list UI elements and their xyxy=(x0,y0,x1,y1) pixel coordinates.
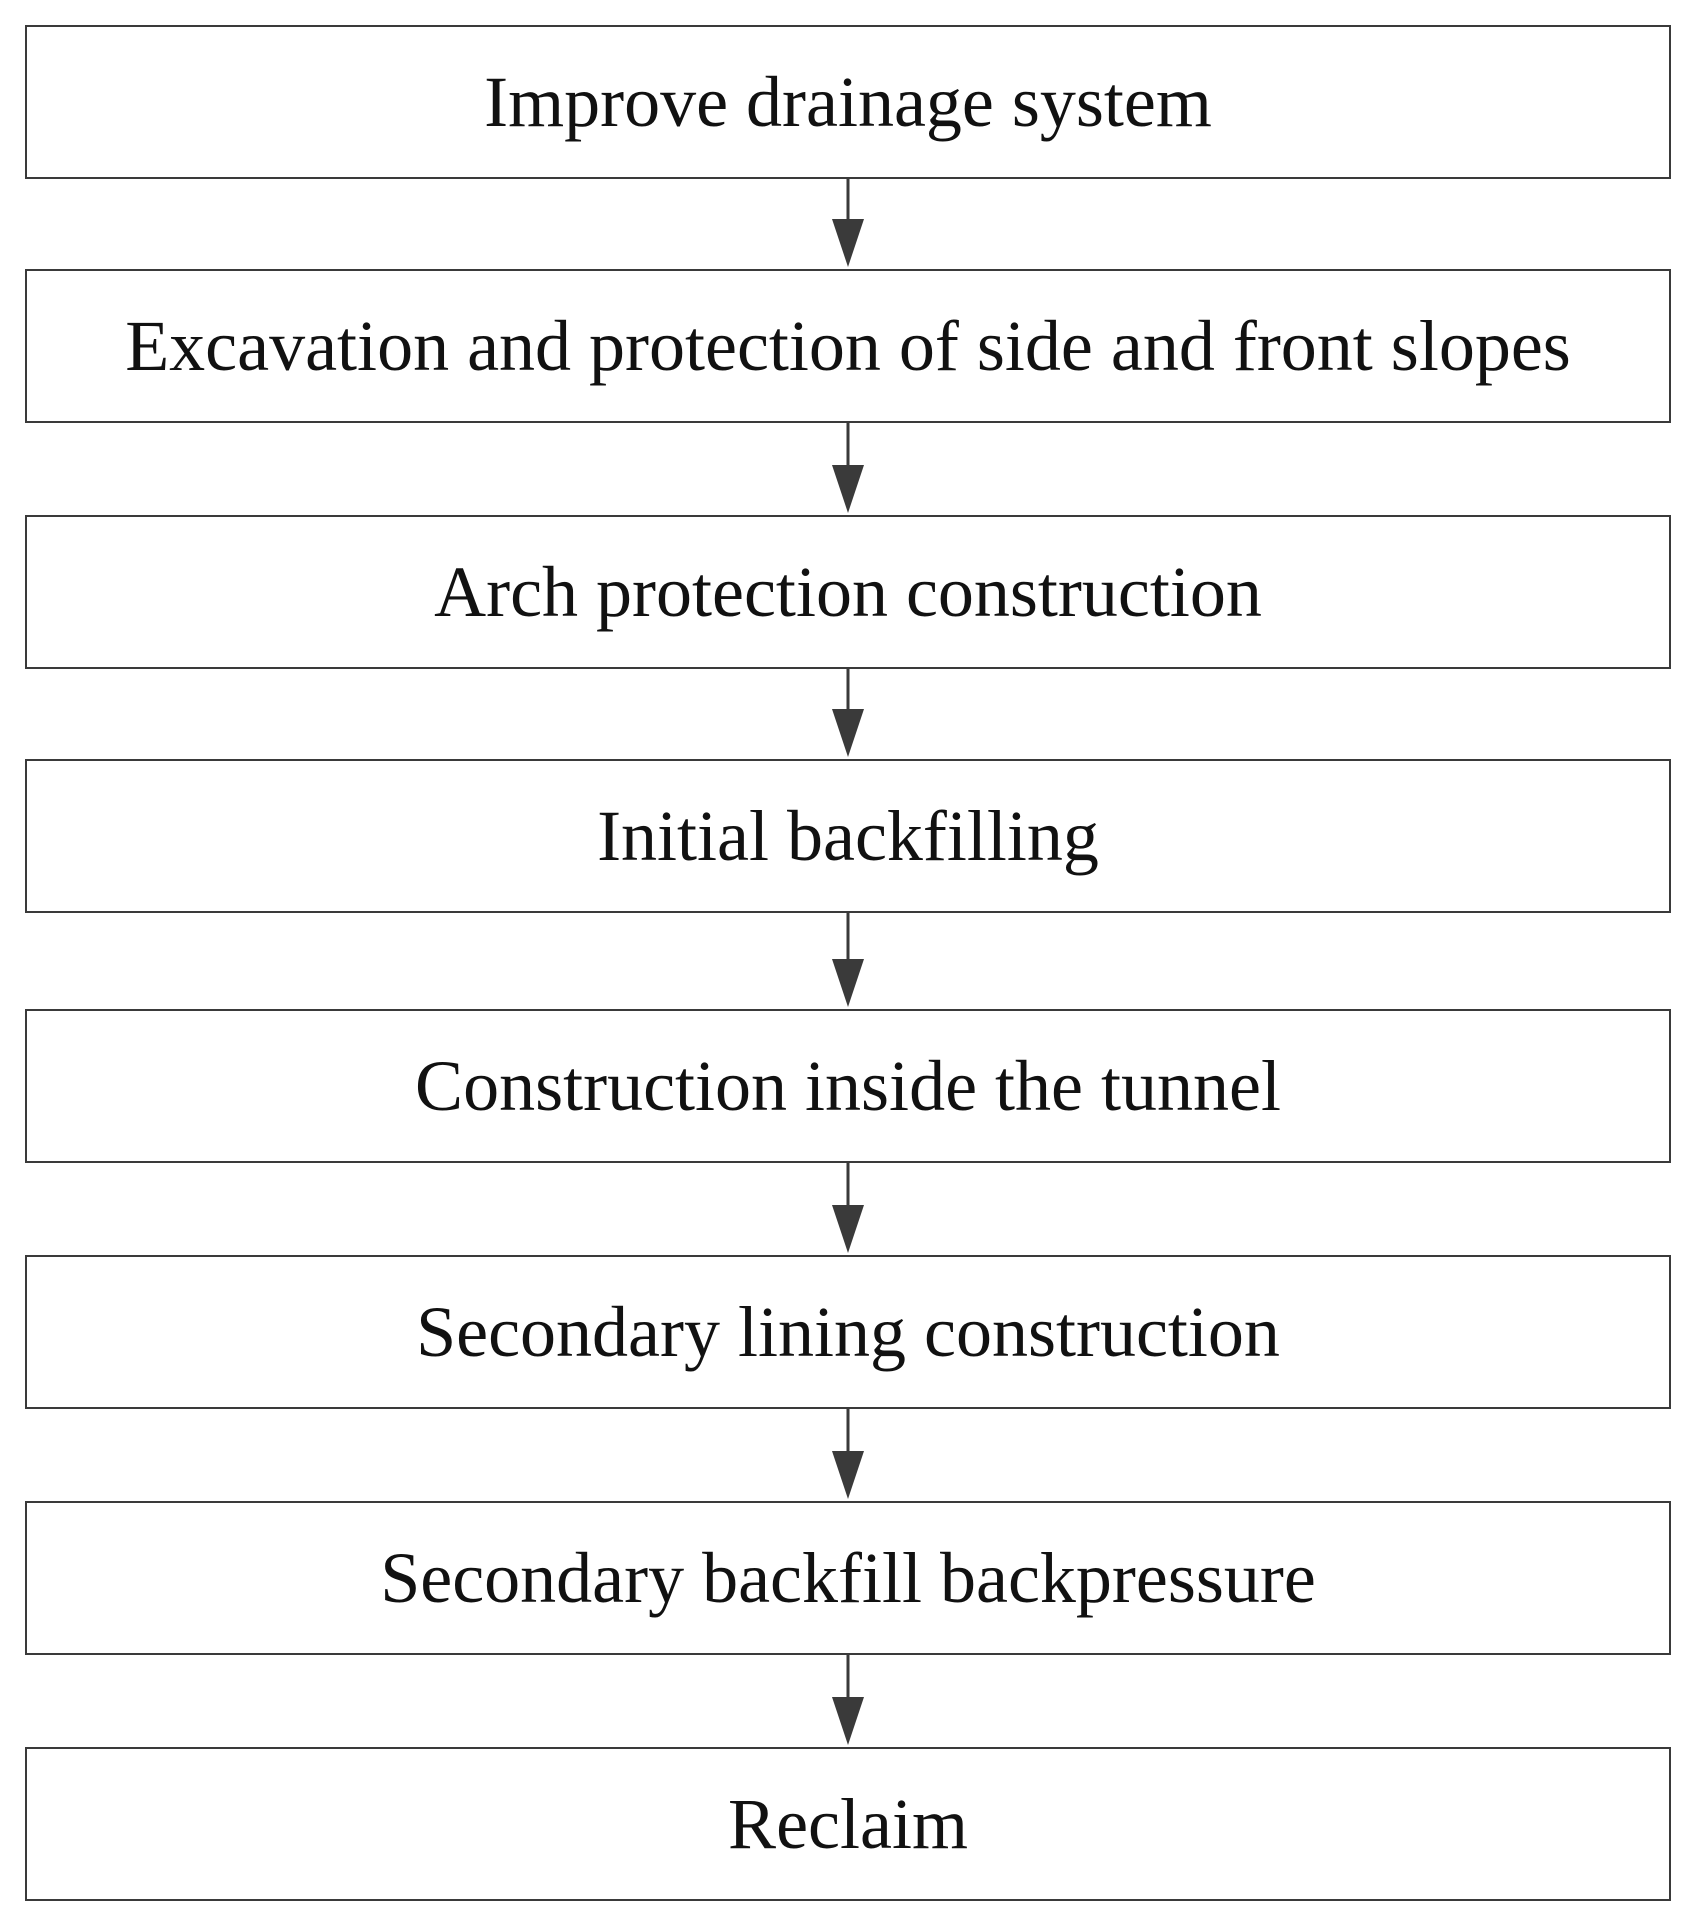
down-arrow-icon xyxy=(832,423,864,513)
step-secondary-backfill-backpressure: Secondary backfill backpressure xyxy=(25,1501,1671,1655)
step-label: Excavation and protection of side and fr… xyxy=(125,306,1571,386)
down-arrow-icon xyxy=(832,179,864,267)
step-secondary-lining-construction: Secondary lining construction xyxy=(25,1255,1671,1409)
down-arrow-icon xyxy=(832,913,864,1007)
down-arrow-icon xyxy=(832,1163,864,1253)
step-initial-backfilling: Initial backfilling xyxy=(25,759,1671,913)
step-label: Arch protection construction xyxy=(434,552,1262,632)
step-label: Reclaim xyxy=(728,1784,968,1864)
step-label: Construction inside the tunnel xyxy=(415,1046,1281,1126)
step-arch-protection-construction: Arch protection construction xyxy=(25,515,1671,669)
step-label: Secondary backfill backpressure xyxy=(380,1538,1316,1618)
step-excavation-and-slope-protection: Excavation and protection of side and fr… xyxy=(25,269,1671,423)
step-label: Initial backfilling xyxy=(597,796,1099,876)
down-arrow-icon xyxy=(832,1655,864,1745)
step-improve-drainage-system: Improve drainage system xyxy=(25,25,1671,179)
down-arrow-icon xyxy=(832,1409,864,1499)
step-reclaim: Reclaim xyxy=(25,1747,1671,1901)
step-label: Improve drainage system xyxy=(484,62,1212,142)
step-label: Secondary lining construction xyxy=(416,1292,1280,1372)
down-arrow-icon xyxy=(832,669,864,757)
step-construction-inside-tunnel: Construction inside the tunnel xyxy=(25,1009,1671,1163)
